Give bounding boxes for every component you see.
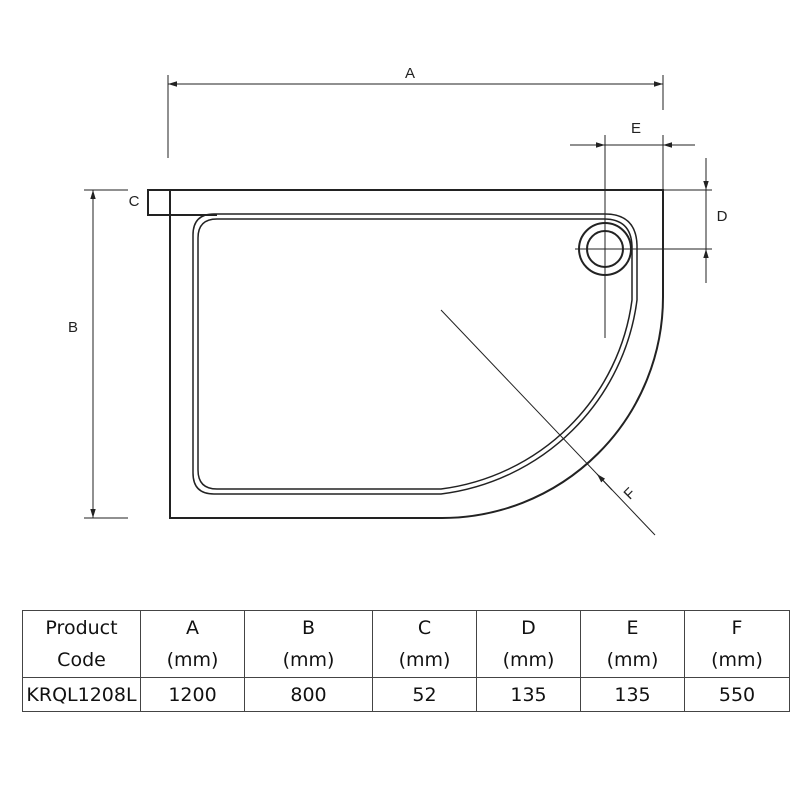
header-a: A(mm) — [140, 610, 245, 678]
header-c: C(mm) — [372, 610, 477, 678]
dimension-c-box — [147, 189, 171, 216]
tray-basin-outer — [192, 213, 638, 495]
cell-d: 135 — [476, 677, 581, 712]
label-b: B — [68, 319, 78, 336]
header-f: F(mm) — [684, 610, 790, 678]
cell-f: 550 — [684, 677, 790, 712]
cell-c: 52 — [372, 677, 477, 712]
label-d: D — [717, 208, 728, 225]
cell-product-code: KRQL1208L — [22, 677, 141, 712]
label-f: F — [621, 485, 640, 504]
table-row: KRQL1208L 1200 800 52 135 135 550 — [22, 677, 790, 712]
cell-e: 135 — [580, 677, 685, 712]
shower-tray-diagram: A E D B C F — [68, 65, 728, 536]
header-b: B(mm) — [244, 610, 373, 678]
header-e: E(mm) — [580, 610, 685, 678]
header-d: D(mm) — [476, 610, 581, 678]
label-e: E — [631, 120, 641, 137]
dimension-f-line — [440, 309, 656, 536]
cell-a: 1200 — [140, 677, 245, 712]
cell-b: 800 — [244, 677, 373, 712]
label-c: C — [129, 193, 140, 210]
tray-outline — [169, 189, 664, 520]
label-a: A — [405, 65, 415, 82]
tray-basin-inner — [197, 218, 633, 490]
